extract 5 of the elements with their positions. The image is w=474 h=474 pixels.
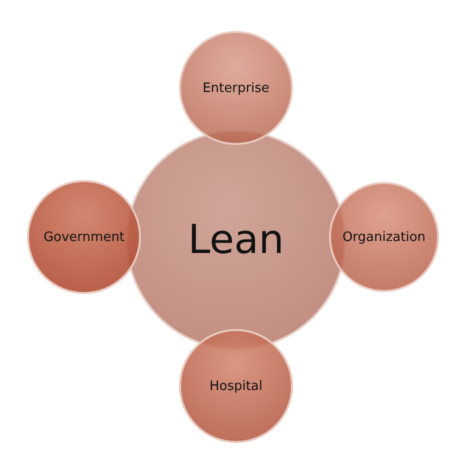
node-label: Hospital [209, 378, 263, 394]
node-label: Lean [188, 217, 284, 263]
node-label: Organization [342, 230, 426, 244]
node-label: Government [43, 230, 125, 244]
node-label: Enterprise [202, 80, 270, 96]
